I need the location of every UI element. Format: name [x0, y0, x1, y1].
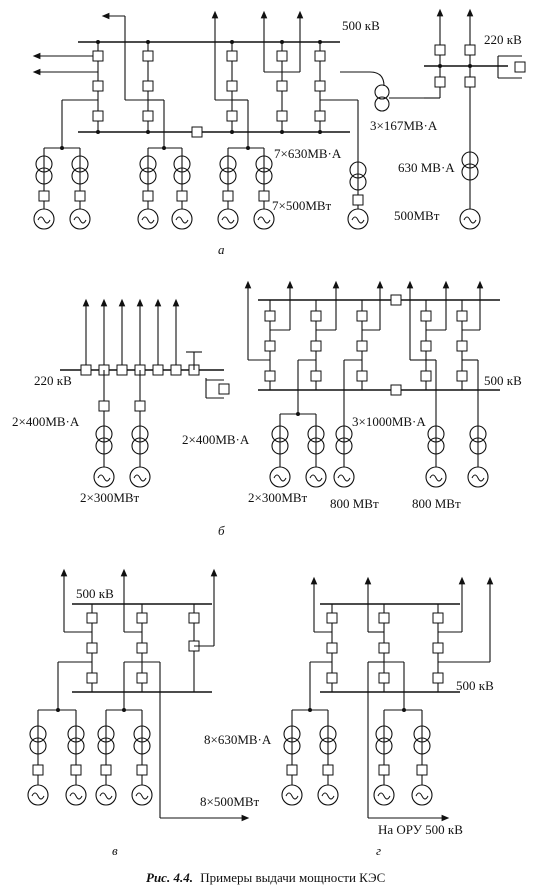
panel-v: [27, 568, 250, 822]
label-transformers-220-b: 2×400МВ·А: [12, 414, 80, 429]
label-to-oru-g: На ОРУ 500 кВ: [378, 822, 463, 837]
label-transformers-500-mid-b: 3×1000МВ·А: [352, 414, 426, 429]
panel-a-units: [44, 99, 359, 160]
label-gen-800-a-b: 800 МВт: [330, 496, 379, 511]
label-gen-800-b-b: 800 МВт: [412, 496, 461, 511]
sublabel-b: б: [218, 523, 225, 538]
panel-b-left: [60, 298, 230, 488]
label-generator-220-a: 500МВт: [394, 208, 440, 223]
label-220kv-a: 220 кВ: [484, 32, 522, 47]
label-transformers-g: 8×630МВ·А: [204, 732, 272, 747]
label-500kv-b: 500 кВ: [484, 373, 522, 388]
label-transformers-500-left-b: 2×400МВ·А: [182, 432, 250, 447]
figure-caption-number: Рис. 4.4.: [146, 870, 193, 885]
figure-caption-text: Примеры выдачи мощности КЭС: [200, 870, 385, 885]
label-220kv-b: 220 кВ: [34, 373, 72, 388]
sublabel-a: а: [218, 242, 225, 257]
label-generators-220-b: 2×300МВт: [80, 490, 140, 505]
sublabel-v: в: [112, 843, 118, 858]
label-transformer-220-a: 630 МВ·А: [398, 160, 455, 175]
panel-a-diameters: [92, 42, 326, 132]
sublabel-g: г: [376, 843, 381, 858]
label-generators-v: 8×500МВт: [200, 794, 260, 809]
panel-b-right: [244, 280, 500, 488]
label-500kv-a: 500 кВ: [342, 18, 380, 33]
label-500kv-v: 500 кВ: [76, 586, 114, 601]
label-generators-a: 7×500МВт: [272, 198, 332, 213]
figure-caption: Рис. 4.4. Примеры выдачи мощности КЭС: [146, 870, 385, 885]
label-generators-500-left-b: 2×300МВт: [248, 490, 308, 505]
label-500kv-g: 500 кВ: [456, 678, 494, 693]
panel-a: [32, 8, 526, 230]
label-autotransformer-a: 3×167МВ·А: [370, 118, 438, 133]
label-transformers-a: 7×630МВ·А: [274, 146, 342, 161]
panel-g: [281, 576, 494, 822]
